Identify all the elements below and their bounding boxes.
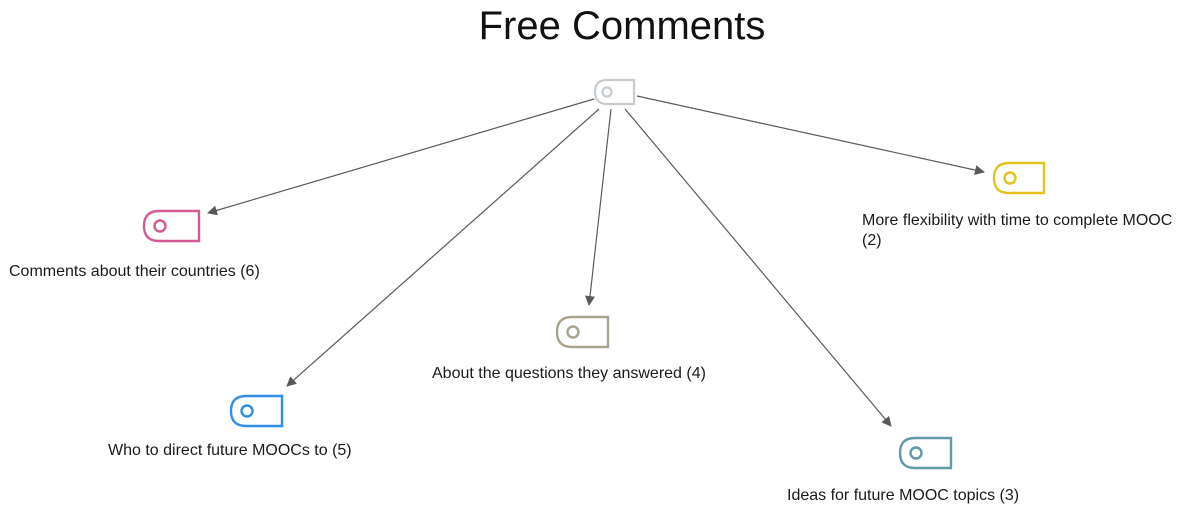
edge-root-to-countries bbox=[207, 98, 595, 216]
node-direct[interactable] bbox=[229, 394, 285, 428]
edge-root-to-topics bbox=[624, 108, 892, 427]
node-label-topics: Ideas for future MOOC topics (3) bbox=[787, 487, 1020, 504]
code-tag-icon bbox=[229, 394, 284, 428]
edge-root-to-flexibility bbox=[636, 95, 985, 175]
code-tag-icon bbox=[992, 161, 1046, 195]
edge-root-to-direct bbox=[286, 108, 600, 387]
code-tag-icon bbox=[898, 436, 953, 470]
node-topics[interactable] bbox=[898, 436, 954, 470]
root-node[interactable] bbox=[593, 78, 637, 106]
code-tag-icon bbox=[142, 209, 201, 243]
diagram-title: Free Comments bbox=[478, 4, 766, 48]
node-label-questions: About the questions they answered (4) bbox=[432, 365, 706, 382]
node-label-flexibility: More flexibility with time to complete M… bbox=[862, 212, 1173, 249]
code-tag-icon bbox=[593, 78, 636, 106]
node-flexibility[interactable] bbox=[992, 161, 1047, 195]
edge-root-to-questions bbox=[585, 108, 612, 306]
node-label-countries: Comments about their countries (6) bbox=[9, 263, 260, 280]
node-label-direct: Who to direct future MOOCs to (5) bbox=[108, 442, 352, 459]
node-questions[interactable] bbox=[555, 315, 611, 349]
node-countries[interactable] bbox=[142, 209, 202, 243]
code-tag-icon bbox=[555, 315, 610, 349]
